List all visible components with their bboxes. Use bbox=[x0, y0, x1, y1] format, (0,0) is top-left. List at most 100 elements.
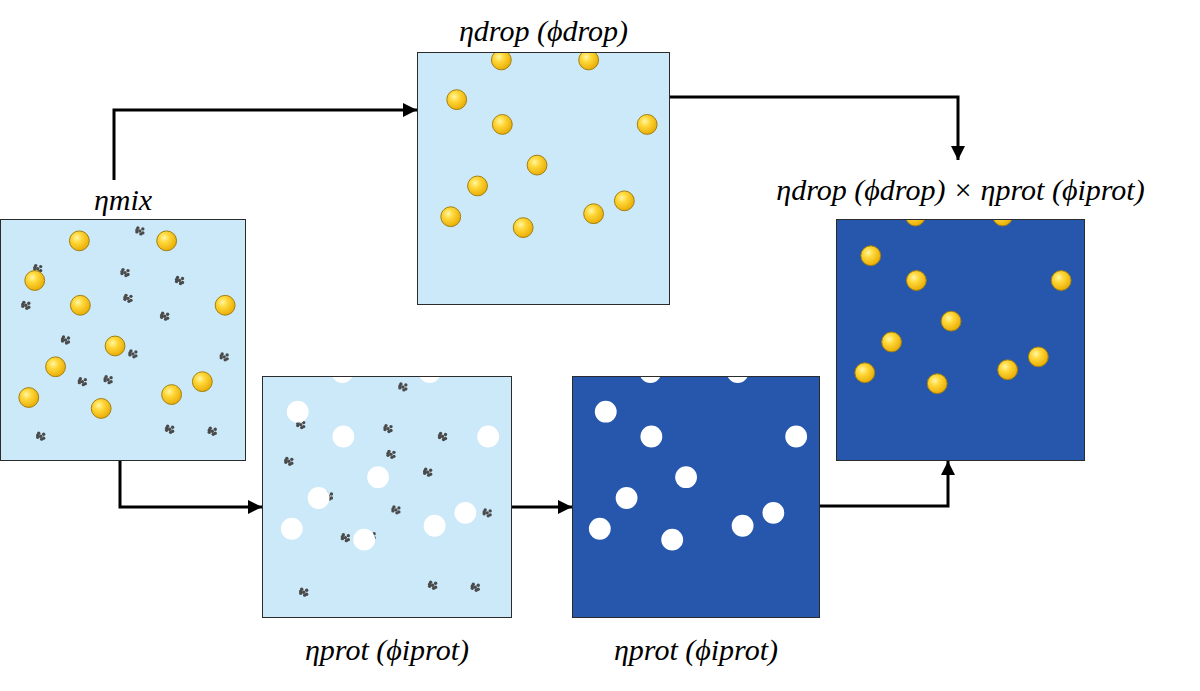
protein-dot bbox=[391, 507, 394, 510]
protein-dot bbox=[428, 583, 431, 586]
protein-dot bbox=[103, 377, 106, 380]
protein-dot bbox=[404, 383, 407, 386]
oil-droplet bbox=[69, 231, 89, 251]
protein-dot bbox=[219, 354, 222, 357]
protein-dot bbox=[404, 387, 407, 390]
protein-dot bbox=[485, 511, 488, 514]
viscosity-panel: ηmix bbox=[0, 180, 246, 461]
protein-dot bbox=[471, 585, 474, 588]
protein-dot bbox=[39, 265, 42, 268]
protein-dot bbox=[287, 460, 290, 463]
oil-droplet bbox=[906, 271, 926, 291]
protein-dot bbox=[299, 590, 302, 593]
viscosity-panel: ηdrop (ϕdrop) × ηprot (ϕiprot) bbox=[836, 160, 1085, 461]
protein-dot bbox=[67, 340, 70, 343]
protein-dot bbox=[67, 336, 70, 339]
viscosity-label: ηdrop (ϕdrop) bbox=[455, 14, 632, 47]
oil-droplet bbox=[492, 115, 512, 135]
oil-droplet bbox=[441, 207, 461, 227]
oil-droplet bbox=[491, 53, 511, 70]
viscosity-panel: ηdrop (ϕdrop) bbox=[417, 8, 670, 305]
protein-dot bbox=[61, 337, 64, 340]
protein-dot bbox=[24, 304, 27, 307]
oil-droplet bbox=[855, 363, 875, 383]
protein-dot bbox=[397, 510, 400, 513]
particle-illustration bbox=[573, 377, 819, 617]
protein-dot bbox=[302, 425, 305, 428]
protein-dot bbox=[401, 385, 404, 388]
protein-dot bbox=[429, 469, 432, 472]
protein-dot bbox=[398, 384, 401, 387]
protein-dot bbox=[444, 437, 447, 440]
protein-dot bbox=[165, 427, 168, 430]
particle-illustration bbox=[418, 53, 669, 304]
protein-dot bbox=[166, 316, 169, 319]
suspension-square bbox=[417, 52, 670, 305]
protein-dot bbox=[477, 584, 480, 587]
droplets bbox=[281, 377, 499, 551]
protein-dot bbox=[389, 453, 392, 456]
protein-dot bbox=[84, 382, 87, 385]
protein-dot bbox=[488, 513, 491, 516]
protein-dot bbox=[126, 273, 129, 276]
droplet-hole bbox=[675, 466, 697, 488]
protein-dot bbox=[392, 451, 395, 454]
droplet-hole bbox=[661, 529, 683, 551]
protein-dot bbox=[109, 380, 112, 383]
protein-dot bbox=[344, 536, 347, 539]
protein-dot bbox=[181, 281, 184, 284]
oil-droplet bbox=[579, 53, 599, 70]
protein-dot bbox=[389, 425, 392, 428]
oil-droplet bbox=[162, 385, 182, 405]
droplet-hole bbox=[616, 487, 638, 509]
protein-dot bbox=[284, 459, 287, 462]
protein-dot bbox=[302, 591, 305, 594]
oil-droplet bbox=[941, 311, 961, 331]
protein-dot bbox=[33, 266, 36, 269]
droplet-hole bbox=[331, 377, 353, 383]
protein-dot bbox=[129, 295, 132, 298]
protein-dot bbox=[42, 433, 45, 436]
protein-dot bbox=[42, 436, 45, 439]
viscosity-label: ηprot (ϕiprot) bbox=[301, 633, 473, 666]
protein-dot bbox=[106, 378, 109, 381]
droplet-hole bbox=[589, 518, 611, 540]
droplet-hole bbox=[287, 401, 309, 423]
protein-dot bbox=[168, 428, 171, 431]
protein-dot bbox=[175, 278, 178, 281]
protein-dot bbox=[477, 588, 480, 591]
suspension-square bbox=[572, 376, 820, 618]
protein-dot bbox=[394, 508, 397, 511]
protein-dot bbox=[21, 303, 24, 306]
protein-dot bbox=[109, 376, 112, 379]
droplet-hole bbox=[332, 426, 354, 448]
droplet-hole bbox=[367, 466, 389, 488]
flow-arrow bbox=[670, 97, 958, 160]
protein-clusters bbox=[21, 226, 229, 441]
protein-dot bbox=[171, 426, 174, 429]
viscosity-panel: ηprot (ϕiprot) bbox=[572, 376, 820, 680]
suspension-square bbox=[0, 219, 246, 461]
protein-dot bbox=[123, 271, 126, 274]
protein-dot bbox=[36, 434, 39, 437]
protein-dot bbox=[84, 378, 87, 381]
protein-dot bbox=[141, 231, 144, 234]
droplet-hole bbox=[595, 401, 617, 423]
protein-dot bbox=[141, 227, 144, 230]
label-band: ηdrop (ϕdrop) × ηprot (ϕiprot) bbox=[616, 160, 1200, 219]
suspension-square bbox=[262, 376, 512, 618]
protein-dot bbox=[120, 270, 123, 273]
protein-dot bbox=[383, 426, 386, 429]
protein-dot bbox=[474, 586, 477, 589]
protein-dot bbox=[347, 538, 350, 541]
droplet-hole bbox=[281, 518, 303, 540]
protein-dot bbox=[434, 586, 437, 589]
label-band: ηmix bbox=[0, 180, 466, 219]
protein-dot bbox=[214, 432, 217, 435]
protein-dot bbox=[225, 353, 228, 356]
protein-dot bbox=[347, 534, 350, 537]
protein-dot bbox=[290, 458, 293, 461]
viscosity-panel: ηprot (ϕiprot) bbox=[262, 376, 512, 680]
droplet-hole bbox=[762, 502, 784, 524]
droplets bbox=[855, 220, 1071, 394]
